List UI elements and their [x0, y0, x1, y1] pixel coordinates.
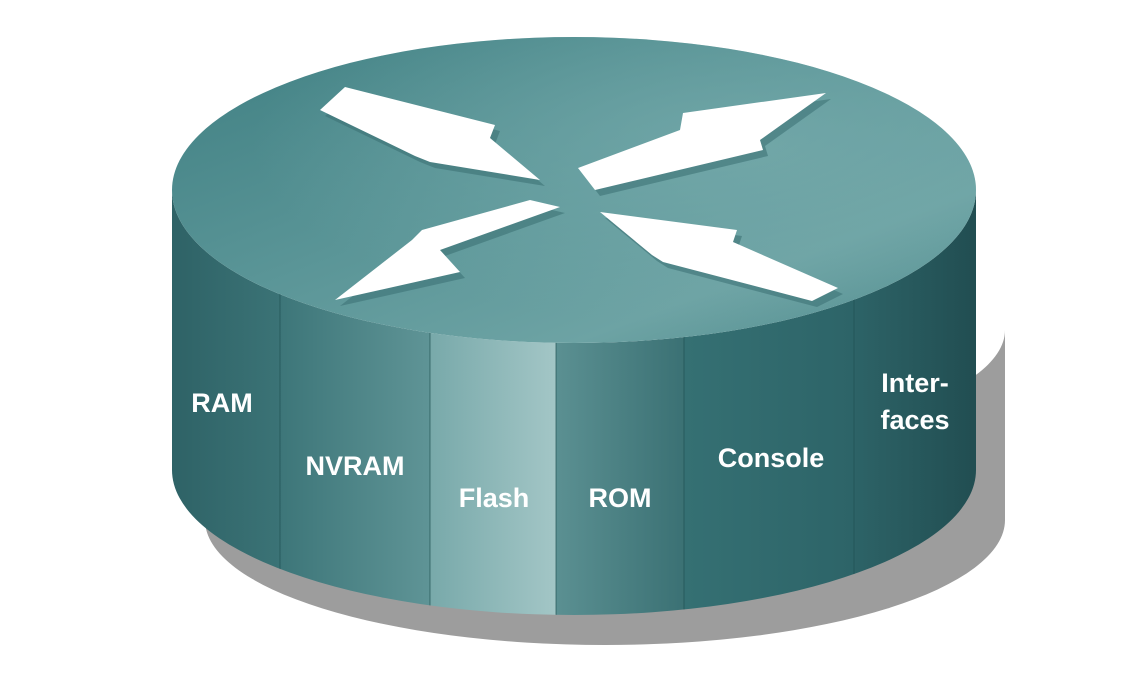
label-interfaces-line: faces	[880, 405, 949, 435]
four-direction-arrows-icon	[320, 87, 843, 307]
label-rom-line: ROM	[589, 483, 652, 513]
label-interfaces: Inter-faces	[880, 368, 949, 435]
label-ram: RAM	[191, 388, 253, 418]
label-console-line: Console	[718, 443, 825, 473]
label-flash-line: Flash	[459, 483, 530, 513]
label-ram-line: RAM	[191, 388, 253, 418]
label-interfaces-line: Inter-	[881, 368, 949, 398]
label-nvram-line: NVRAM	[306, 451, 405, 481]
label-nvram: NVRAM	[306, 451, 405, 481]
label-rom: ROM	[589, 483, 652, 513]
label-flash: Flash	[459, 483, 530, 513]
label-console: Console	[718, 443, 825, 473]
router-top-glow	[172, 37, 976, 343]
